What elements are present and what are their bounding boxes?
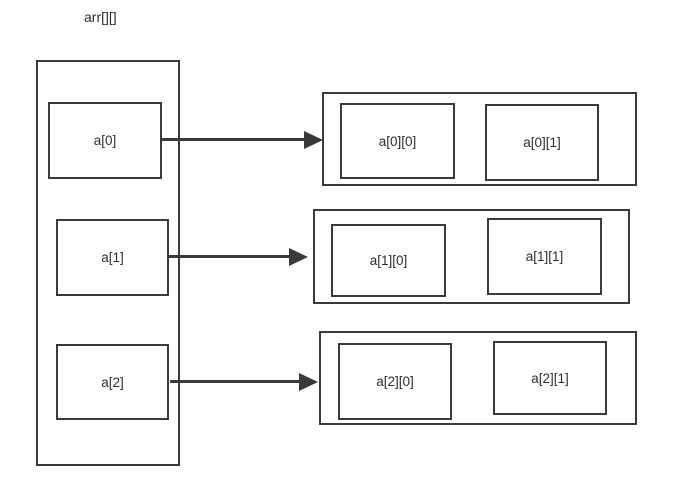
cell-a0-0: a[0][0] — [340, 103, 455, 179]
arrow-0-line — [162, 138, 304, 141]
arrow-2-line — [170, 380, 299, 383]
array-cell-a0: a[0] — [48, 102, 162, 179]
array-cell-a2: a[2] — [56, 344, 169, 420]
arrow-1-line — [169, 255, 289, 258]
array-cell-a1: a[1] — [56, 219, 169, 296]
cell-a1-0: a[1][0] — [331, 224, 446, 297]
cell-a2-1: a[2][1] — [493, 341, 607, 415]
arrow-0-head-icon — [304, 131, 323, 149]
arrow-2-head-icon — [299, 373, 318, 391]
cell-a0-1: a[0][1] — [485, 104, 599, 181]
cell-a2-0: a[2][0] — [338, 343, 452, 420]
diagram-title: arr[][] — [84, 9, 117, 25]
cell-a1-1: a[1][1] — [487, 218, 602, 295]
arrow-1-head-icon — [289, 248, 308, 266]
